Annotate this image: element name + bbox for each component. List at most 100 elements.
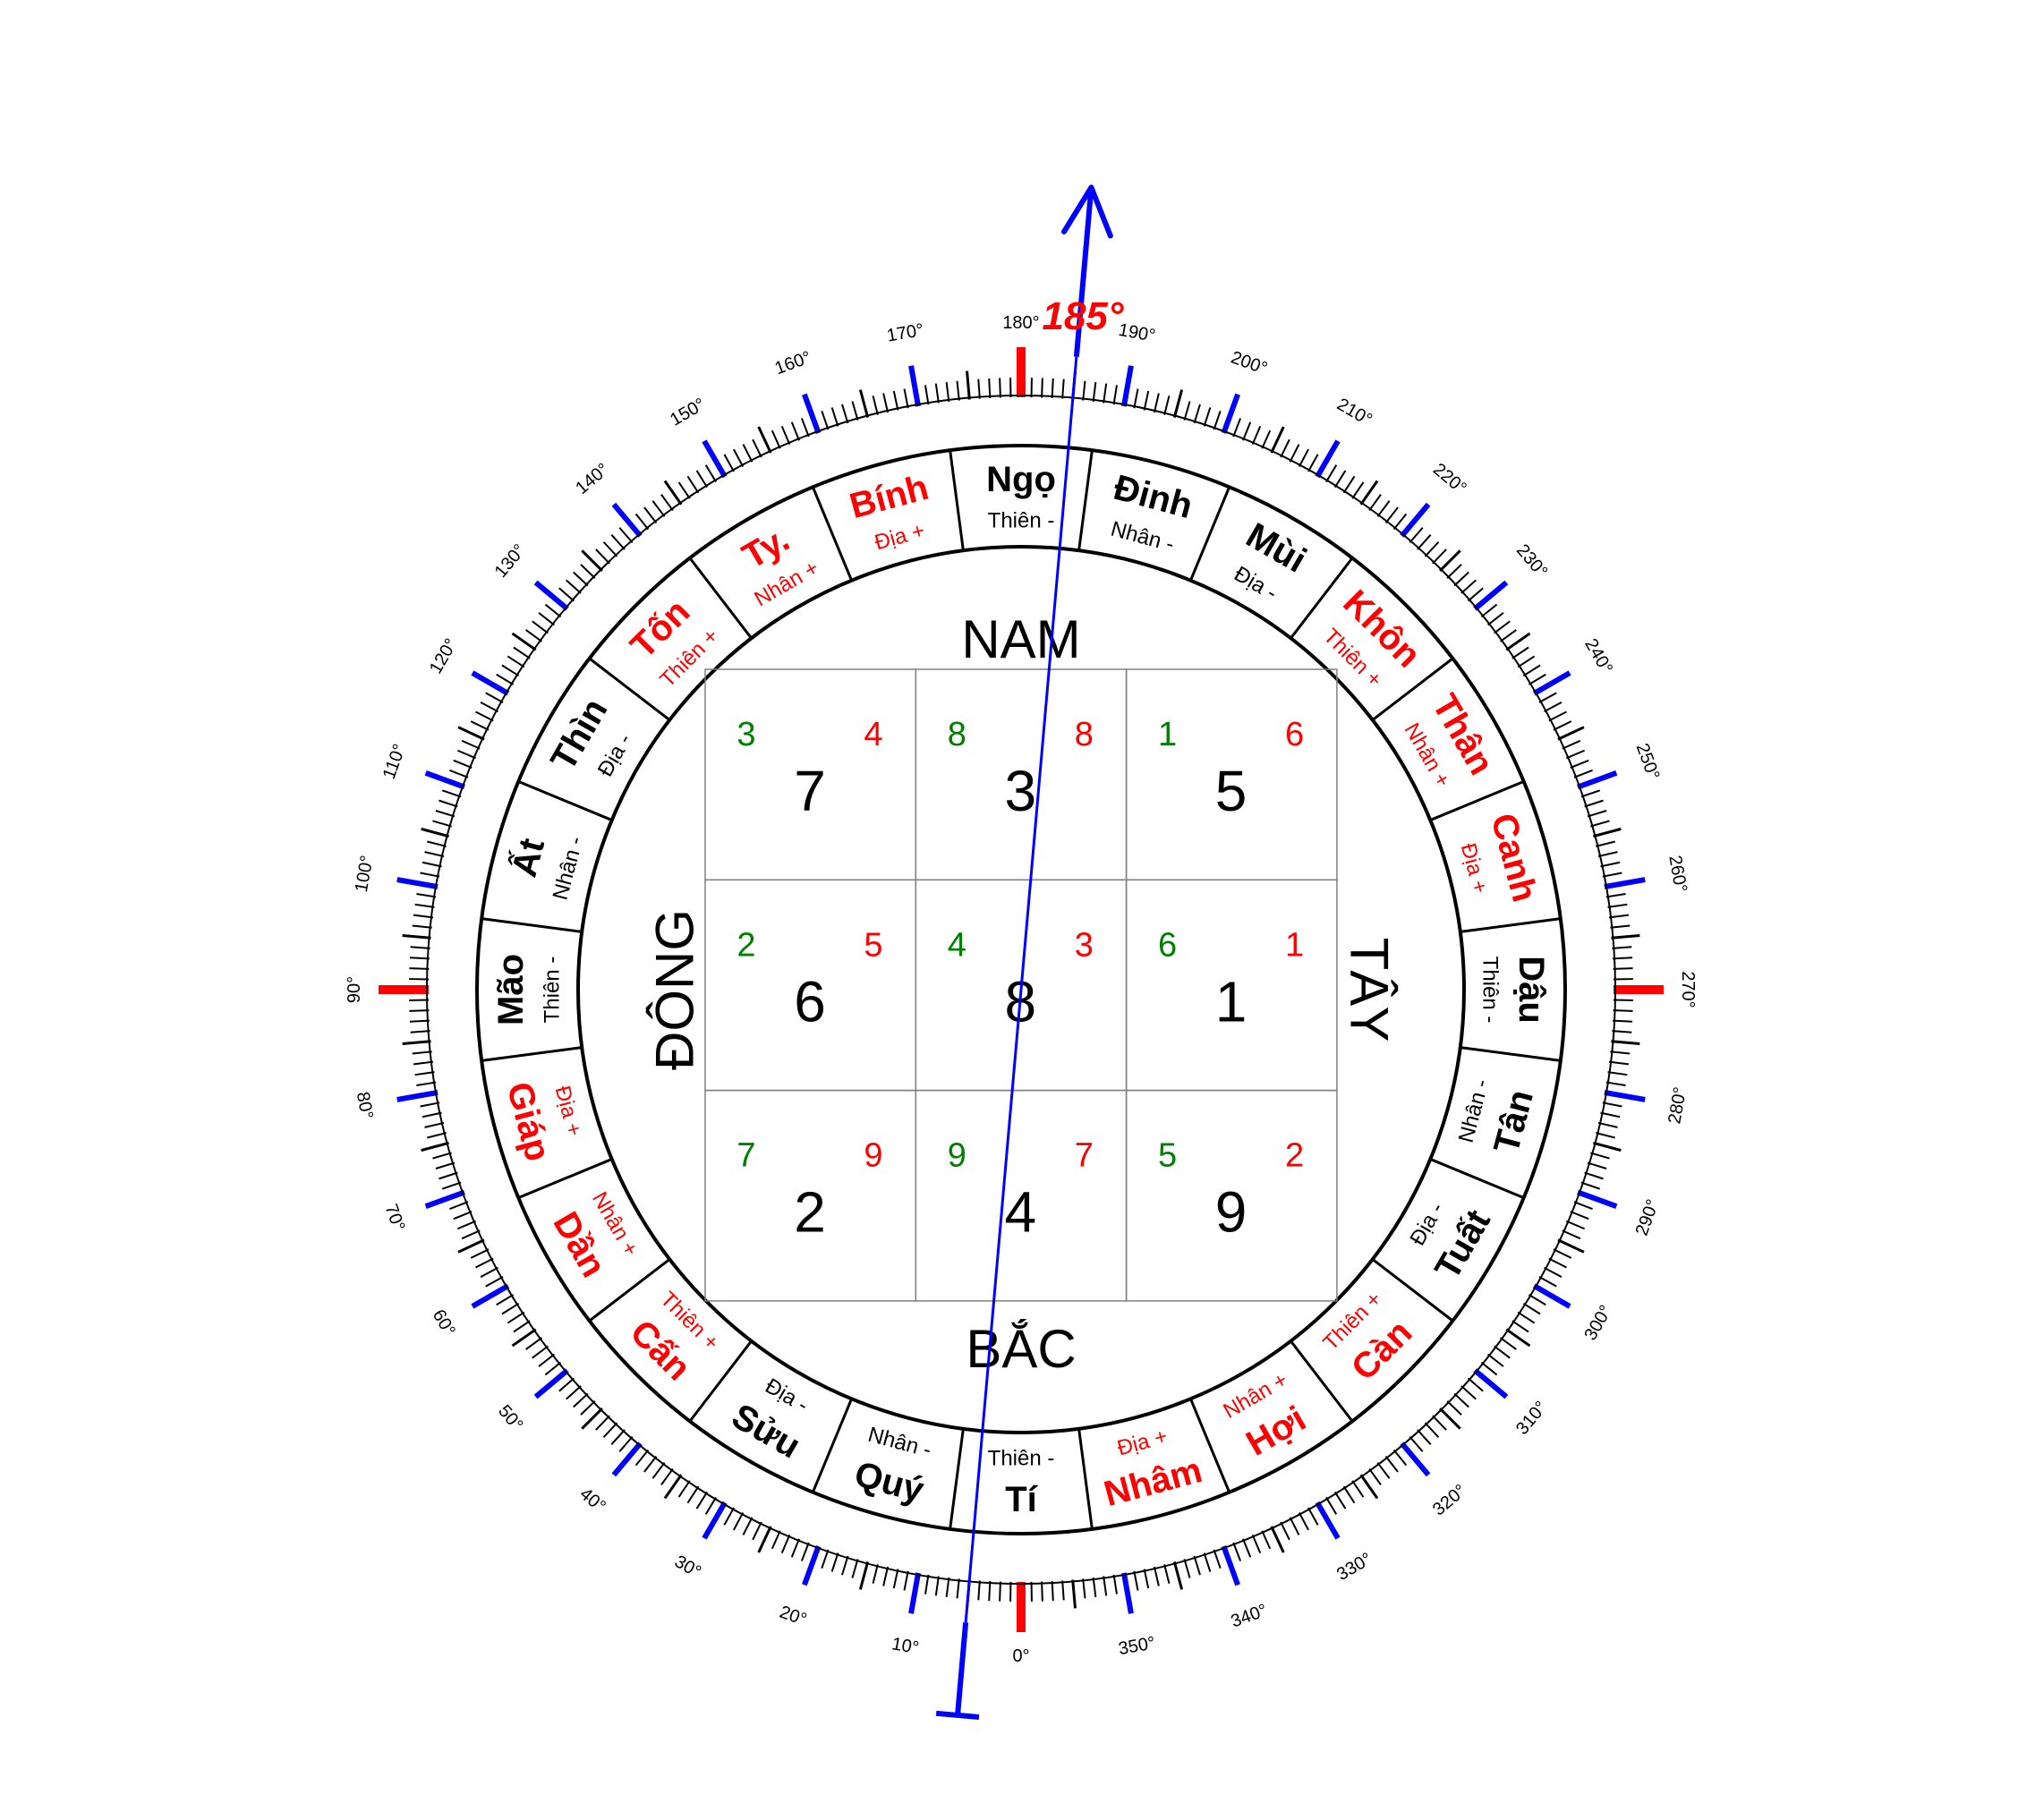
tick-minor (558, 1377, 575, 1392)
mountain-divider (949, 450, 965, 551)
tick-minor (424, 851, 445, 858)
tick-minor (532, 1345, 549, 1359)
tick-minor (790, 421, 800, 441)
degree-label: 320° (1429, 1481, 1470, 1519)
base-star: 9 (1215, 1180, 1247, 1245)
tick-minor (1612, 946, 1632, 949)
tick-minor (742, 444, 754, 463)
tick-minor (1597, 1121, 1618, 1128)
tick-minor (1232, 418, 1242, 438)
tick-minor (677, 481, 691, 499)
tick-minor (1041, 378, 1043, 398)
degree-label: 280° (1665, 1085, 1690, 1126)
needle-arrowhead (1061, 184, 1113, 239)
degree-label: 140° (572, 460, 613, 498)
tick-minor (841, 404, 849, 424)
tick-minor (1538, 1276, 1557, 1288)
tick-minor (1193, 1555, 1201, 1576)
tick-minor (427, 1132, 447, 1139)
degree-label: 10° (890, 1634, 921, 1658)
degree-label: 300° (1580, 1302, 1616, 1344)
tick-minor (480, 1266, 498, 1279)
tick-minor (1193, 404, 1201, 424)
mountain-name: Ty. (737, 519, 796, 576)
tick-minor (435, 1161, 456, 1169)
tick-minor (566, 1385, 582, 1400)
tick-minor (1487, 612, 1504, 626)
tick-minor (1333, 1491, 1347, 1510)
mountain-sub: Địa + (1115, 1425, 1171, 1461)
tick-minor (501, 1302, 520, 1315)
needle-front (1073, 187, 1094, 357)
tick-minor (1487, 1353, 1504, 1367)
tick-minor (485, 1276, 504, 1288)
tick-ten (1532, 1283, 1571, 1309)
mountain-sub: Thiên - (988, 509, 1055, 533)
tick-minor (1333, 470, 1347, 489)
mountain-star: 8 (948, 716, 966, 753)
tick-five (511, 632, 537, 651)
tick-ten (1221, 1545, 1240, 1586)
tick-minor (988, 1581, 992, 1602)
tick-minor (1596, 1132, 1615, 1139)
tick-minor (830, 407, 839, 427)
mountain-name: Ất (503, 834, 552, 881)
tick-minor (1103, 383, 1108, 404)
tick-minor (421, 1111, 442, 1118)
tick-minor (1610, 1050, 1631, 1055)
mountain-divider (1371, 1258, 1454, 1322)
tick-five (402, 1040, 431, 1045)
tick-minor (1392, 513, 1408, 531)
tick-minor (1251, 425, 1262, 446)
tick-minor (413, 914, 434, 919)
mountain-divider (1077, 1428, 1094, 1529)
mountain-sub: Thiên - (1478, 957, 1503, 1024)
tick-five (1172, 1561, 1184, 1590)
mountain-name: Tí (1005, 1480, 1038, 1519)
tick-minor (752, 1521, 762, 1541)
tick-ten (1473, 1368, 1509, 1399)
tick-minor (1553, 1248, 1572, 1259)
tick-minor (414, 903, 435, 908)
base-star: 5 (1215, 759, 1247, 823)
degree-label: 50° (494, 1401, 526, 1434)
tick-minor (977, 1580, 981, 1601)
tick-minor (771, 1530, 781, 1550)
tick-minor (420, 1101, 440, 1108)
degree-label: 260° (1665, 854, 1690, 894)
mountain-sub: Thiên - (541, 957, 565, 1024)
tick-minor (872, 395, 879, 415)
tick-five (1611, 934, 1640, 940)
tick-minor (1351, 1480, 1365, 1498)
tick-minor (1517, 1311, 1536, 1324)
tick-minor (1213, 410, 1222, 430)
tick-minor (480, 701, 498, 713)
mountain-divider (1460, 917, 1561, 933)
tick-five (1505, 632, 1531, 651)
mountain-divider (517, 779, 613, 821)
mountain-divider (517, 1158, 613, 1200)
tick-minor (1607, 1071, 1628, 1076)
tick-minor (496, 1294, 515, 1306)
tick-minor (538, 1353, 555, 1367)
tick-minor (1143, 390, 1150, 411)
tick-minor (1467, 1377, 1484, 1392)
tick-minor (1041, 1581, 1043, 1602)
tick-ten (396, 1090, 439, 1102)
tick-minor (1417, 534, 1432, 550)
tick-minor (882, 393, 890, 413)
water-star: 7 (1075, 1137, 1094, 1175)
tick-minor (1528, 673, 1546, 685)
mountain-name: Canh (1483, 810, 1544, 906)
mountain-name: Quý (850, 1454, 928, 1510)
tick-minor (1298, 448, 1310, 467)
degree-label: 220° (1429, 460, 1470, 498)
tick-minor (1082, 380, 1086, 401)
tick-minor (704, 464, 717, 483)
tick-minor (580, 1400, 596, 1416)
water-star: 1 (1285, 926, 1304, 964)
tick-minor (1251, 1534, 1262, 1554)
tick-minor (821, 1549, 830, 1569)
tick-five (966, 370, 971, 400)
tick-minor (544, 603, 562, 618)
